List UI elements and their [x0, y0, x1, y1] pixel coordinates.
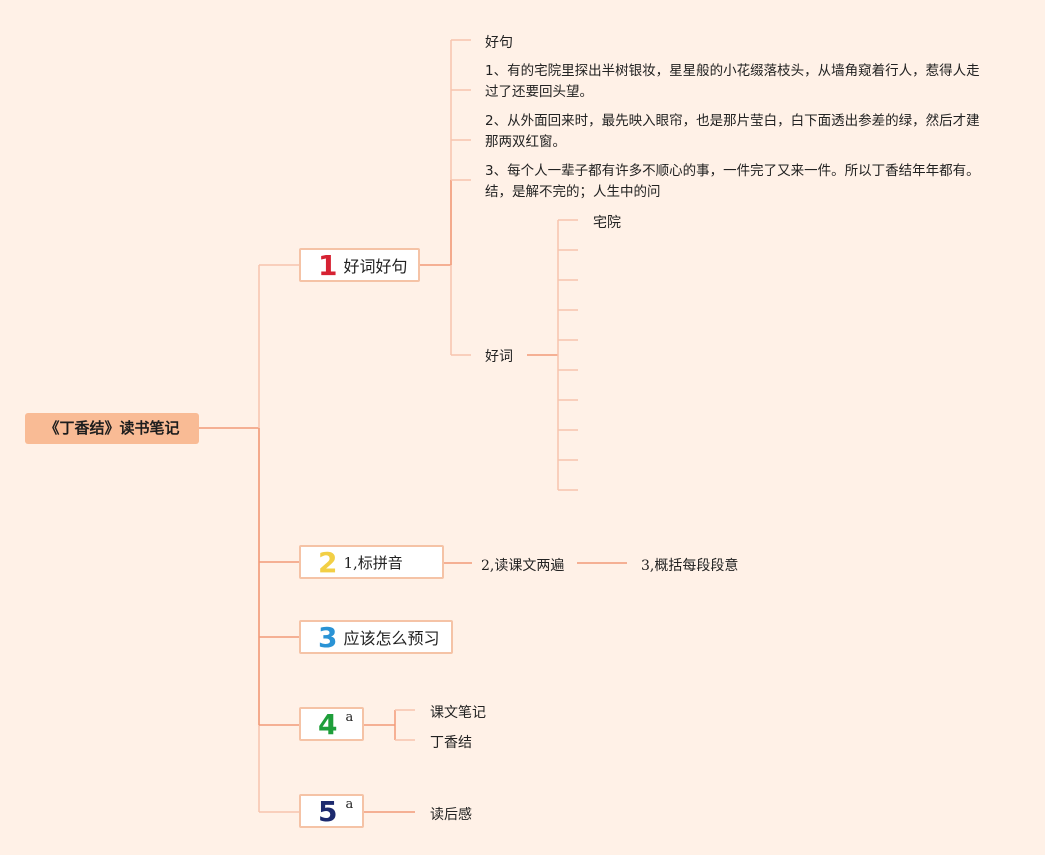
- branch-2-node[interactable]: 2 1,标拼音: [299, 545, 444, 579]
- branch-2-chain-2[interactable]: 3,概括每段段意: [641, 558, 739, 574]
- branch-5-node[interactable]: 5 a: [299, 794, 364, 828]
- good-sentence-3[interactable]: 3、每个人一辈子都有许多不顺心的事，一件完了又来一件。所以丁香结年年都有。结，是…: [485, 163, 980, 200]
- root-title: 《丁香结》读书笔记: [44, 419, 180, 437]
- root-node[interactable]: 《丁香结》读书笔记: [25, 413, 199, 444]
- branch-2-number: 2: [318, 546, 338, 579]
- branch-3-number: 3: [318, 621, 338, 654]
- branch-5-label: a: [345, 797, 354, 812]
- branch-3-node[interactable]: 3 应该怎么预习: [299, 620, 453, 654]
- branch-4-child-1[interactable]: 课文笔记: [430, 705, 486, 721]
- branch-5-child-1[interactable]: 读后感: [430, 807, 472, 823]
- good-sentence-1[interactable]: 1、有的宅院里探出半树银妆，星星般的小花缀落枝头，从墙角窥着行人，惹得人走过了还…: [485, 63, 980, 100]
- branch-4-number: 4: [318, 708, 338, 741]
- branch-2-label: 1,标拼音: [343, 553, 403, 572]
- branch-1-number: 1: [318, 249, 338, 282]
- branch-1-label: 好词好句: [343, 257, 408, 276]
- branch-5-number: 5: [318, 795, 338, 828]
- branch-1-node[interactable]: 1 好词好句: [299, 248, 420, 282]
- good-sentence-2[interactable]: 2、从外面回来时，最先映入眼帘，也是那片莹白，白下面透出参差的绿，然后才建那两双…: [485, 113, 980, 150]
- branch-4-node[interactable]: 4 a: [299, 707, 364, 741]
- good-sentences-label[interactable]: 好句: [485, 35, 513, 51]
- branch-4-child-2[interactable]: 丁香结: [430, 735, 472, 751]
- good-words-label[interactable]: 好词: [485, 349, 513, 365]
- branch-3-label: 应该怎么预习: [343, 629, 440, 648]
- branch-2-chain-1[interactable]: 2,读课文两遍: [481, 558, 565, 574]
- branch-4-label: a: [345, 710, 354, 725]
- good-word-1[interactable]: 宅院: [593, 215, 621, 231]
